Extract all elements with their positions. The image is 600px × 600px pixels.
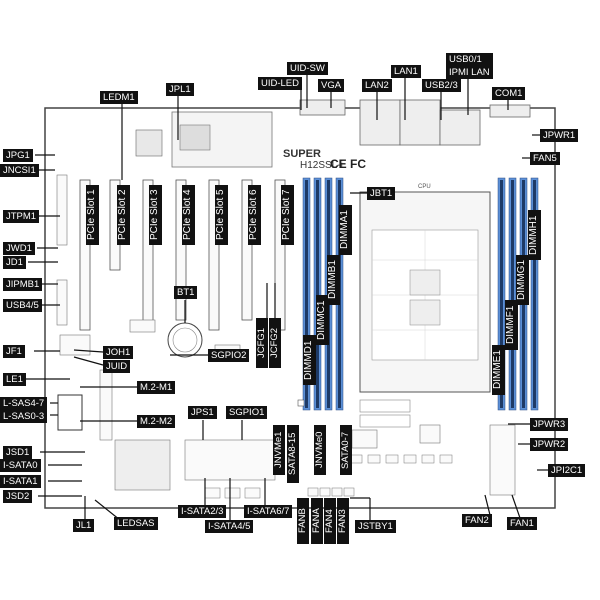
- pcie-slot-4-label: PCIe Slot 4: [182, 185, 195, 245]
- pcie-slot-5-label: PCIe Slot 5: [215, 185, 228, 245]
- pcie-slot-7-label: PCIe Slot 7: [281, 185, 294, 245]
- label-ledm1: LEDM1: [100, 91, 138, 104]
- label-juid: JUID: [103, 360, 131, 373]
- label-fan2: FAN2: [462, 514, 492, 527]
- label-fan1: FAN1: [507, 517, 537, 530]
- label-isata1: I-SATA1: [0, 475, 41, 488]
- label-fana: FANA: [311, 498, 323, 544]
- brand-logo: SUPER: [283, 148, 321, 160]
- label-ledsas: LEDSAS: [114, 517, 158, 530]
- label-usb45: USB4/5: [3, 299, 42, 312]
- label-fan5: FAN5: [530, 152, 560, 165]
- label-fan3: FAN3: [337, 498, 349, 544]
- label-jf1: JF1: [3, 345, 25, 358]
- label-m2m1: M.2-M1: [137, 381, 176, 394]
- label-fanb: FANB: [297, 498, 309, 544]
- label-uid-sw: UID-SW: [287, 62, 328, 75]
- label-sgpio1: SGPIO1: [226, 406, 268, 419]
- label-uid-led: UID-LED: [258, 77, 303, 90]
- label-jncsi1: JNCSI1: [0, 164, 39, 177]
- label-joh1: JOH1: [103, 346, 134, 359]
- label-jsd2: JSD2: [3, 490, 33, 503]
- label-isata0: I-SATA0: [0, 459, 41, 472]
- label-lan2: LAN2: [362, 79, 392, 92]
- pcie-slot-6-label: PCIe Slot 6: [248, 185, 261, 245]
- label-usb23: USB2/3: [422, 79, 461, 92]
- label-jwd1: JWD1: [3, 242, 35, 255]
- label-jpwr2: JPWR2: [530, 438, 569, 451]
- dimm-h1-label: DIMMH1: [528, 210, 541, 260]
- pcie-slot-3-label: PCIe Slot 3: [149, 185, 162, 245]
- label-bt1: BT1: [174, 286, 198, 299]
- dimm-d1-label: DIMMD1: [303, 335, 316, 385]
- label-vga: VGA: [318, 79, 345, 92]
- label-jipmb1: JIPMB1: [3, 278, 43, 291]
- label-sata07: SATA0-7: [340, 425, 352, 475]
- label-le1: LE1: [3, 373, 26, 386]
- label-sgpio2: SGPIO2: [208, 349, 250, 362]
- label-jd1: JD1: [3, 256, 26, 269]
- label-lan1: LAN1: [391, 65, 421, 78]
- label-com1: COM1: [492, 87, 526, 100]
- dimm-e1-label: DIMME1: [492, 345, 505, 395]
- label-jpi2c1: JPI2C1: [548, 464, 586, 477]
- label-jl1: JL1: [73, 519, 95, 532]
- label-jpwr3: JPWR3: [530, 418, 569, 431]
- model-name: H12SSL-i: [300, 160, 343, 171]
- label-jcfg1: JCFG1: [256, 318, 268, 368]
- cpu-label: CPU: [418, 184, 431, 190]
- label-usb01-ipmi-lan: USB0/1 IPMI LAN: [446, 53, 493, 79]
- dimm-b1-label: DIMMB1: [327, 255, 340, 305]
- pcie-slot-2-label: PCIe Slot 2: [117, 185, 130, 245]
- label-lsas03: L-SAS0-3: [0, 410, 48, 423]
- label-jbt1: JBT1: [367, 187, 396, 200]
- label-sata815: SATA8-15: [287, 425, 299, 483]
- dimm-a1-label: DIMMA1: [339, 205, 352, 255]
- label-jps1: JPS1: [188, 406, 217, 419]
- label-isata45: I-SATA4/5: [205, 520, 254, 533]
- label-jpg1: JPG1: [3, 149, 33, 162]
- certification-marks: CE FC: [330, 157, 366, 171]
- label-jcfg2: JCFG2: [269, 318, 281, 368]
- label-m2m2: M.2-M2: [137, 415, 176, 428]
- label-jsd1: JSD1: [3, 446, 33, 459]
- label-jstby1: JSTBY1: [355, 520, 396, 533]
- pcie-slot-1-label: PCIe Slot 1: [86, 185, 99, 245]
- label-jpwr1: JPWR1: [540, 129, 579, 142]
- label-isata67: I-SATA6/7: [244, 505, 293, 518]
- label-fan4: FAN4: [324, 498, 336, 544]
- label-jnvme1: JNVMe1: [273, 425, 285, 475]
- label-jpl1: JPL1: [166, 83, 194, 96]
- dimm-f1-label: DIMMF1: [505, 300, 518, 350]
- label-isata23: I-SATA2/3: [178, 505, 227, 518]
- label-jtpm1: JTPM1: [3, 210, 40, 223]
- dimm-g1-label: DIMMG1: [516, 255, 529, 305]
- brand-name: SUPER: [283, 148, 321, 160]
- label-lsas47: L-SAS4-7: [0, 397, 48, 410]
- label-jnvme0: JNVMe0: [314, 425, 326, 475]
